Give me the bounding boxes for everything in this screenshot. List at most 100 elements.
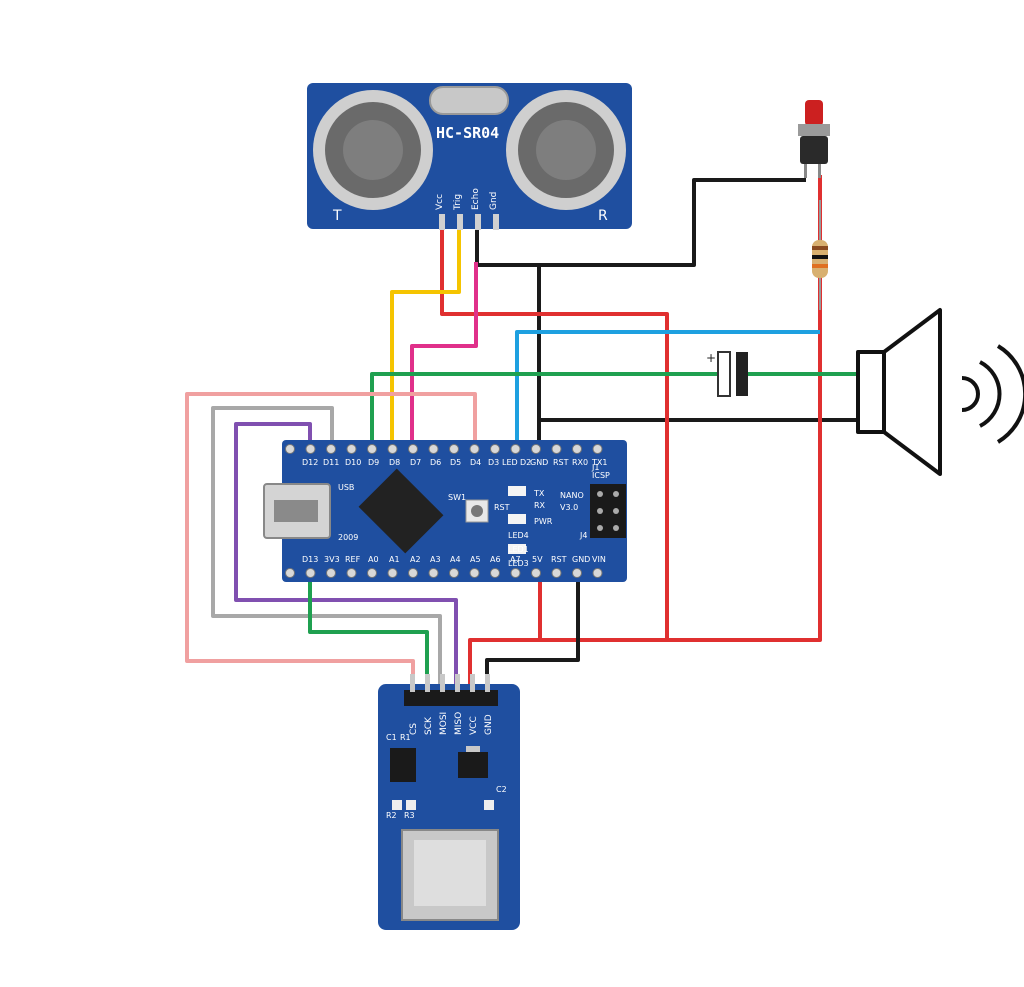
header-pin-hole xyxy=(490,444,500,454)
pin-d6: D6 xyxy=(430,458,441,467)
pin-a7: A7 xyxy=(510,555,521,564)
pin-a3: A3 xyxy=(430,555,441,564)
header-pin-hole xyxy=(285,444,295,454)
pin-d10: D10 xyxy=(345,458,361,467)
arduino-nano: D12 D11 D10 D9 D8 D7 D6 D5 D4 D3 LED D2 … xyxy=(263,440,627,582)
sd-header xyxy=(404,690,498,706)
hc-mark-t: T xyxy=(332,208,342,224)
header-pin-hole xyxy=(367,444,377,454)
wire-echo xyxy=(410,262,478,450)
header-pin-hole xyxy=(428,568,439,578)
header-pin-hole xyxy=(510,568,521,578)
nano-bottom-labels: D13 3V3 REF A0 A1 A2 A3 A4 A5 A6 A7 5V R… xyxy=(302,555,606,564)
hc-pin-echo: Echo xyxy=(471,188,481,210)
sd-label-c1: C1 xyxy=(386,733,397,742)
nano-top-header xyxy=(285,444,603,454)
nano-label-sw: SW1 xyxy=(448,493,466,502)
nano-label-icsp: ICSP xyxy=(592,471,610,480)
wire-hc-gnd xyxy=(475,228,541,448)
header-pin-hole xyxy=(469,568,480,578)
sd-label-r3: R3 xyxy=(404,811,415,820)
nano-label-led1: LED1 xyxy=(508,545,529,554)
header-pin-hole xyxy=(449,568,459,578)
wire-trig xyxy=(390,228,461,450)
resistor xyxy=(812,200,828,310)
pin-a4: A4 xyxy=(450,555,461,564)
pin-d2: D2 xyxy=(520,458,531,467)
header-pin-hole xyxy=(428,444,439,454)
header-pin-hole xyxy=(469,444,480,454)
hc-sr04-label: HC-SR04 xyxy=(436,124,499,142)
pin-d4: D4 xyxy=(470,458,481,467)
mcu-chip xyxy=(358,468,444,554)
sd-pin-mosi: MOSI xyxy=(439,712,449,735)
micro-sd-module: CS SCK MOSI MISO VCC GND C1 R1 C2 R2 R3 xyxy=(378,674,520,930)
pin-3v3: 3V3 xyxy=(324,555,340,564)
pin-vin: VIN xyxy=(592,555,606,564)
led-l xyxy=(508,544,526,554)
pin-ref: REF xyxy=(345,555,361,564)
hc-pin-vcc: Vcc xyxy=(435,194,445,210)
sd-pin-sck: SCK xyxy=(424,716,434,735)
header-pin-hole xyxy=(531,444,541,454)
pin-d8: D8 xyxy=(389,458,400,467)
header-pin-hole xyxy=(449,444,459,454)
pin-gnd-top: GND xyxy=(530,458,548,467)
header-pin-hole xyxy=(510,444,521,454)
pin-a2: A2 xyxy=(410,555,421,564)
nano-label-usb: USB xyxy=(338,483,354,492)
pin-rx0: RX0 xyxy=(572,458,588,467)
wire-sd-gnd xyxy=(485,575,580,690)
nano-bottom-header xyxy=(285,568,603,578)
nano-label-year: 2009 xyxy=(338,533,358,542)
nano-label-led4: LED4 xyxy=(508,531,529,540)
header-pin-hole xyxy=(305,568,316,578)
header-pin-hole xyxy=(387,444,398,454)
capacitor-plus: + xyxy=(706,351,716,365)
hc-pin-trig: Trig xyxy=(453,194,463,211)
electrolytic-capacitor: + xyxy=(706,351,766,397)
wire-button-gnd xyxy=(490,178,806,267)
header-pin-hole xyxy=(285,568,295,578)
pin-tx1: TX1 xyxy=(591,458,607,467)
hc-sr04-sensor: HC-SR04 Vcc Trig Echo Gnd T R xyxy=(307,83,632,230)
hc-mark-r: R xyxy=(598,208,608,224)
pin-rst-top: RST xyxy=(553,458,569,467)
header-pin-hole xyxy=(326,444,336,454)
header-pin-hole xyxy=(346,444,357,454)
icsp-header xyxy=(590,484,626,538)
header-pin-hole xyxy=(408,568,418,578)
speaker-icon xyxy=(856,308,1024,476)
nano-label-version: V3.0 xyxy=(560,503,578,512)
header-pin-hole xyxy=(572,444,582,454)
pin-5v: 5V xyxy=(532,555,543,564)
push-button xyxy=(798,100,830,178)
wire-green-cap xyxy=(370,372,718,450)
sd-label-c2: C2 xyxy=(496,785,507,794)
pin-a5: A5 xyxy=(470,555,481,564)
wire-miso xyxy=(234,422,458,690)
header-pin-hole xyxy=(408,444,418,454)
sd-pin-miso: MISO xyxy=(454,712,464,735)
pin-led: LED xyxy=(502,458,518,467)
sd-pin-vcc: VCC xyxy=(469,716,479,735)
header-pin-hole xyxy=(346,568,357,578)
sd-level-shifter xyxy=(390,748,416,782)
wire-sck xyxy=(308,575,429,690)
sd-label-r1: R1 xyxy=(400,733,411,742)
nano-label-j1: J1 xyxy=(591,463,599,472)
nano-label-pwr: PWR xyxy=(534,517,553,526)
nano-label-j4: J4 xyxy=(579,531,587,540)
nano-label-led3: LED3 xyxy=(508,559,529,568)
pin-d3: D3 xyxy=(488,458,499,467)
header-pin-hole xyxy=(305,444,316,454)
header-pin-hole xyxy=(551,568,562,578)
wires xyxy=(185,175,858,690)
pin-d13: D13 xyxy=(302,555,318,564)
nano-label-tx: TX xyxy=(533,489,545,498)
pin-gnd-bottom: GND xyxy=(572,555,590,564)
pin-rst-bottom: RST xyxy=(551,555,567,564)
header-pin-hole xyxy=(592,568,603,578)
header-pin-hole xyxy=(572,568,582,578)
